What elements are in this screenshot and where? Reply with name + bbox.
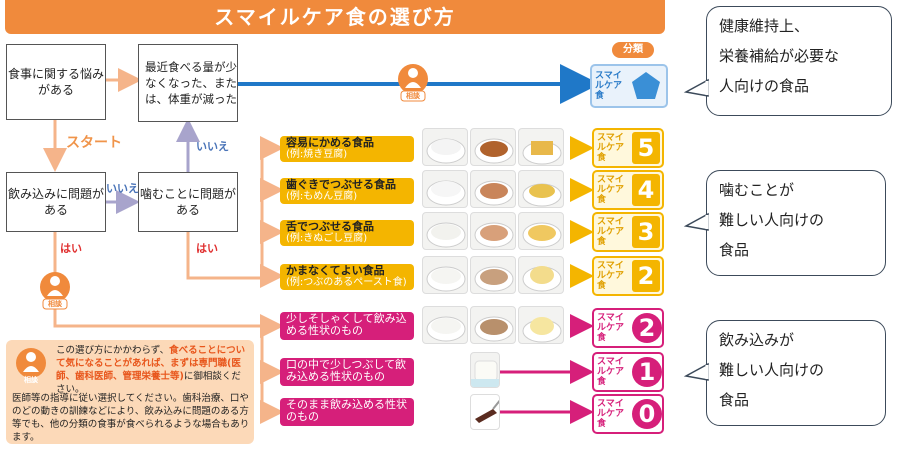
bubble-line: 健康維持上、 xyxy=(719,17,810,35)
rice-photo xyxy=(422,170,468,208)
bubble-chewing: 噛むことが 難しい人向けの 食品 xyxy=(706,170,886,276)
hai-label-1: はい xyxy=(60,242,82,255)
code-number: 0 xyxy=(632,399,662,429)
category-2-label: かまなくてよい食品 (例:つぶのあるペースト食) xyxy=(280,264,414,290)
smile-care-label: スマイルケア食 xyxy=(595,71,623,101)
concern-box: 食事に関する悩みがある xyxy=(6,44,106,120)
bubble-line: 難しい人向けの xyxy=(719,361,825,379)
bubble-nutrition: 健康維持上、 栄養補給が必要な 人向けの食品 xyxy=(706,6,892,116)
code-number: 5 xyxy=(632,132,660,164)
note-text: に御相談ください。 xyxy=(56,371,241,395)
jelly-photo xyxy=(470,352,500,388)
category-example: (例:焼き豆腐) xyxy=(286,149,348,160)
page-title: スマイルケア食の選び方 xyxy=(5,0,665,34)
smile-care-label: スマイルケア食 xyxy=(597,133,625,163)
code-number: 2 xyxy=(632,313,662,343)
bubble-tails xyxy=(683,78,709,381)
category-example: (例:もめん豆腐) xyxy=(286,191,358,202)
bubble-line: 飲み込みが xyxy=(719,331,795,349)
pudding-photo xyxy=(518,306,564,344)
hai-label-2: はい xyxy=(196,242,218,255)
bubble-line: 食品 xyxy=(719,241,750,259)
smile-care-label: スマイルケア食 xyxy=(597,175,625,205)
swallow-box: 飲み込みに問題がある xyxy=(6,172,106,232)
bubble-line: 噛むことが xyxy=(719,181,795,199)
start-label: スタート xyxy=(66,135,122,151)
smile-care-label: スマイルケア食 xyxy=(597,217,625,247)
category-name: 容易にかめる食品 xyxy=(286,136,374,149)
porridge-photo xyxy=(422,306,468,344)
smile-care-card-swallow-0: スマイルケア食 0 xyxy=(592,394,664,434)
category-swallow-2-label: 少しそしゃくして飲み込める性状のもの xyxy=(280,312,414,340)
consult-label: 相談 xyxy=(24,376,38,384)
smile-care-label: スマイルケア食 xyxy=(597,357,625,387)
paste-photo xyxy=(518,256,564,294)
smile-care-card-5: スマイルケア食 5 xyxy=(592,128,664,168)
consult-icon: 相談 xyxy=(14,346,48,386)
chew-box: 噛むことに問題がある xyxy=(138,172,238,232)
smile-care-card-4: スマイルケア食 4 xyxy=(592,170,664,210)
consult-icon: 相談 xyxy=(396,62,430,102)
bubble-line: 食品 xyxy=(719,391,750,409)
category-5-label: 容易にかめる食品 (例:焼き豆腐) xyxy=(280,136,414,162)
note-header: この選び方にかかわらず、食べることについて気になることがあれば、まずは専門職(医… xyxy=(56,344,248,396)
porridge-photo xyxy=(422,212,468,250)
paste-photo xyxy=(470,256,516,294)
smile-care-label: スマイルケア食 xyxy=(597,399,625,429)
code-number: 4 xyxy=(632,174,660,206)
consult-label: 相談 xyxy=(48,300,62,308)
stew-photo xyxy=(470,128,516,166)
smile-care-label: スマイルケア食 xyxy=(597,313,625,343)
paste-photo xyxy=(470,306,516,344)
smile-care-card-swallow-2: スマイルケア食 2 xyxy=(592,308,664,348)
category-example: (例:つぶのあるペースト食) xyxy=(286,277,407,288)
bubble-swallowing: 飲み込みが 難しい人向けの 食品 xyxy=(706,320,886,426)
category-4-label: 歯ぐきでつぶせる食品 (例:もめん豆腐) xyxy=(280,178,414,204)
bubble-line: 難しい人向けの xyxy=(719,211,825,229)
advice-note: 相談 この選び方にかかわらず、食べることについて気になることがあれば、まずは専門… xyxy=(6,340,254,444)
category-example: (例:きぬごし豆腐) xyxy=(286,233,368,244)
consult-label: 相談 xyxy=(406,92,420,100)
smile-care-card-2: スマイルケア食 2 xyxy=(592,256,664,296)
consult-icon: 相談 xyxy=(38,270,72,310)
iie-label-2: いいえ xyxy=(196,140,229,153)
tofu-photo xyxy=(518,128,564,166)
porridge-photo xyxy=(422,256,468,294)
note-body: 医師等の指導に従い選択してください。歯科治療、口やのどの動きの訓練などにより、飲… xyxy=(12,393,250,443)
bubble-line: 栄養補給が必要な xyxy=(719,47,840,65)
category-swallow-0-label: そのまま飲み込める性状のもの xyxy=(280,398,414,426)
iie-label-1: いいえ xyxy=(106,182,139,195)
code-number: 2 xyxy=(632,260,660,292)
bubble-line: 人向けの食品 xyxy=(719,77,810,95)
category-swallow-1-label: 口の中で少しつぶして飲み込める性状のもの xyxy=(280,358,414,386)
code-number: 1 xyxy=(632,357,662,387)
category-name: かまなくてよい食品 xyxy=(286,264,385,277)
note-highlight: 食べることについて気になることがあれば、まずは専門職(医師、歯科医師、管理栄養士… xyxy=(56,345,246,382)
smile-care-card-nutrition: スマイルケア食 xyxy=(590,64,668,108)
appetite-box: 最近食べる量が少なくなった、または、体重が減った xyxy=(138,44,238,122)
note-text: この選び方にかかわらず、 xyxy=(56,345,170,356)
smile-care-label: スマイルケア食 xyxy=(597,261,625,291)
rice-photo xyxy=(422,128,468,166)
code-number: 3 xyxy=(632,216,660,248)
paste-photo xyxy=(518,212,564,250)
tofu-photo xyxy=(518,170,564,208)
stew-photo xyxy=(470,170,516,208)
category-3-label: 舌でつぶせる食品 (例:きぬごし豆腐) xyxy=(280,220,414,246)
spoon-photo xyxy=(470,394,500,430)
pentagon-icon xyxy=(632,72,660,99)
smile-care-card-swallow-1: スマイルケア食 1 xyxy=(592,352,664,392)
category-name: 歯ぐきでつぶせる食品 xyxy=(286,178,396,191)
stew-photo xyxy=(470,212,516,250)
classification-tag: 分類 xyxy=(612,42,654,58)
smile-care-card-3: スマイルケア食 3 xyxy=(592,212,664,252)
category-name: 舌でつぶせる食品 xyxy=(286,220,374,233)
